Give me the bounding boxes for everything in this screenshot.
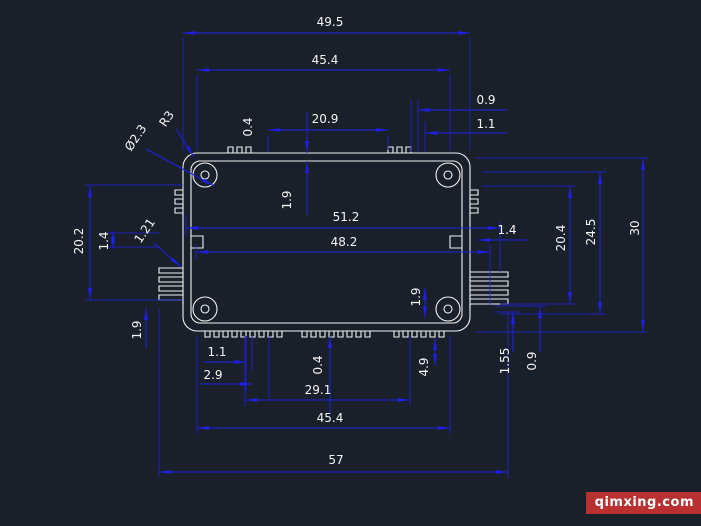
- dimension-label: 1.1: [476, 117, 495, 131]
- dimension-label: 24.5: [584, 219, 598, 246]
- serration-top-left: [227, 146, 255, 154]
- dimension-label: 0.9: [525, 351, 539, 370]
- dimension-label: 1.55: [498, 348, 512, 375]
- dimension-label: R3: [156, 108, 177, 129]
- serration-bottom-right: [393, 330, 445, 338]
- serration-bottom-middle: [301, 330, 371, 338]
- dimension-label: 4.9: [417, 357, 431, 376]
- serration-left-upper: [174, 189, 184, 217]
- dimension-label: 20.2: [72, 228, 86, 255]
- screw-hole-bottom-right: [443, 304, 453, 314]
- dimension-label: 2.9: [203, 368, 222, 382]
- dimension-label: 20.4: [554, 225, 568, 252]
- dimension-label: 45.4: [317, 411, 344, 425]
- dimension-label: 1.9: [130, 320, 144, 339]
- dimension-lines: [85, 31, 648, 478]
- screw-hole-top-left: [200, 170, 210, 180]
- boss-bottom-right: [435, 296, 461, 322]
- dimension-label: 30: [628, 220, 642, 235]
- dimension-label: 51.2: [333, 210, 360, 224]
- dimension-label: Ø2.3: [122, 122, 150, 153]
- fins-right: [469, 271, 509, 308]
- dimension-label: 1.1: [207, 345, 226, 359]
- screw-hole-top-right: [443, 170, 453, 180]
- dimension-label: 49.5: [317, 15, 344, 29]
- dimension-label: 57: [328, 453, 343, 467]
- dimension-label: 45.4: [312, 53, 339, 67]
- watermark: qimxing.com: [585, 492, 701, 514]
- dimension-label: 1.21: [131, 216, 158, 246]
- serration-right-upper: [469, 189, 479, 217]
- dimension-labels: 49.5 45.4 0.9 1.1 20.9 0.4 Ø2.3 R3 1.9 51.2 48.2 1.…: [72, 15, 642, 467]
- dimension-label: 0.9: [476, 93, 495, 107]
- boss-top-right: [435, 162, 461, 188]
- fins-left: [158, 267, 184, 304]
- boss-top-left: [192, 162, 218, 188]
- boss-bottom-left: [192, 296, 218, 322]
- dimension-label: 20.9: [312, 112, 339, 126]
- pcb-slot-right: [449, 235, 462, 249]
- dimension-label: 48.2: [331, 235, 358, 249]
- screw-hole-bottom-left: [200, 304, 210, 314]
- profile-outer-wall: [182, 152, 471, 332]
- profile-inner-wall: [190, 160, 463, 324]
- dimension-label: 1.9: [280, 190, 294, 209]
- serration-bottom-left: [204, 330, 283, 338]
- profile-geometry: [158, 146, 509, 338]
- pcb-slot-left: [191, 235, 204, 249]
- dimension-label: 1.4: [97, 231, 111, 250]
- dimension-label: 0.4: [311, 355, 325, 374]
- dimension-label: 29.1: [305, 383, 332, 397]
- dimension-label: 1.4: [497, 223, 516, 237]
- dimension-label: 0.4: [241, 117, 255, 136]
- dimension-label: 1.9: [409, 287, 423, 306]
